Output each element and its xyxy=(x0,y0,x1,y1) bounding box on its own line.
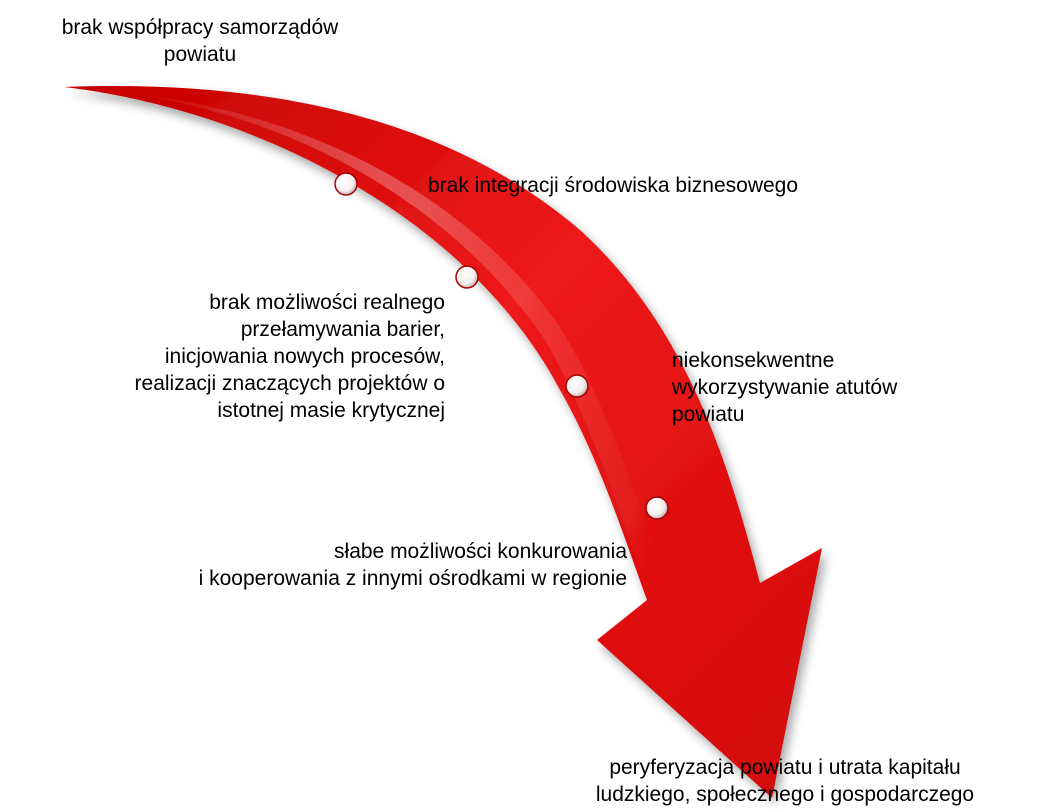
step-marker-3 xyxy=(565,374,589,398)
step-marker-2 xyxy=(455,265,479,289)
step-label-business-integration: brak integracji środowiska biznesowego xyxy=(428,174,799,197)
step-label-assets: niekonsekwentne wykorzystywanie atutów p… xyxy=(672,349,898,426)
step-marker-1 xyxy=(334,172,358,196)
outcome-label: peryferyzacja powiatu i utrata kapitału … xyxy=(595,756,975,806)
step-label-barriers: brak możliwości realnego przełamywania b… xyxy=(134,291,445,422)
arrow-highlight xyxy=(120,92,660,570)
curved-arrow xyxy=(64,86,822,798)
start-label: brak współpracy samorządów powiatu xyxy=(61,16,339,66)
step-label-competition: słabe możliwości konkurowania i kooperow… xyxy=(198,540,627,590)
step-marker-4 xyxy=(645,496,669,520)
